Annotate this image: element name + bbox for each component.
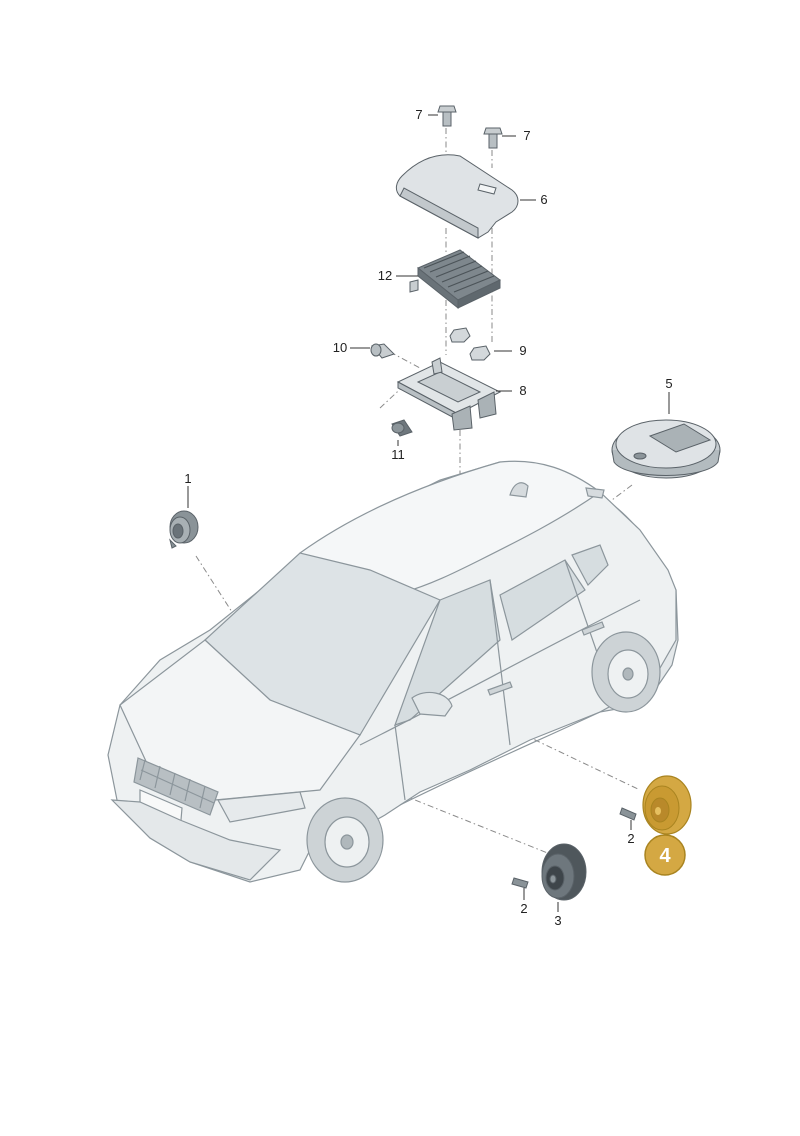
part-7-bolts bbox=[437, 105, 503, 149]
part-10-screw bbox=[370, 343, 395, 359]
part-4-rear-speaker bbox=[642, 775, 692, 835]
callout-3: 3 bbox=[554, 913, 561, 928]
callout-10: 10 bbox=[333, 340, 347, 355]
car-body bbox=[107, 460, 679, 883]
part-2-screws bbox=[511, 807, 637, 889]
callout-7-top: 7 bbox=[415, 107, 422, 122]
callout-4: 4 bbox=[659, 845, 671, 867]
part-12-amplifier bbox=[409, 249, 501, 310]
callout-6: 6 bbox=[540, 192, 547, 207]
callout-11: 11 bbox=[391, 447, 405, 462]
part-1-tweeter bbox=[169, 510, 199, 549]
part-11-screw bbox=[391, 419, 413, 437]
part-6-cover bbox=[395, 154, 519, 239]
callout-9: 9 bbox=[519, 343, 526, 358]
callout-8: 8 bbox=[519, 383, 526, 398]
callout-5: 5 bbox=[665, 376, 672, 391]
leader-lines bbox=[187, 114, 670, 912]
part-3-front-speaker bbox=[541, 843, 587, 901]
part-9-nuts bbox=[449, 327, 491, 361]
part-5-subwoofer bbox=[611, 419, 721, 479]
part-8-bracket bbox=[396, 357, 502, 431]
callout-4-badge[interactable]: 4 bbox=[644, 834, 686, 876]
callout-2-front: 2 bbox=[520, 901, 527, 916]
callout-labels: 7 7 6 12 10 9 8 11 5 1 2 3 2 bbox=[184, 107, 672, 928]
callout-12: 12 bbox=[378, 268, 392, 283]
callout-7-right: 7 bbox=[523, 128, 530, 143]
callout-2-rear: 2 bbox=[627, 831, 634, 846]
callout-1: 1 bbox=[184, 471, 191, 486]
